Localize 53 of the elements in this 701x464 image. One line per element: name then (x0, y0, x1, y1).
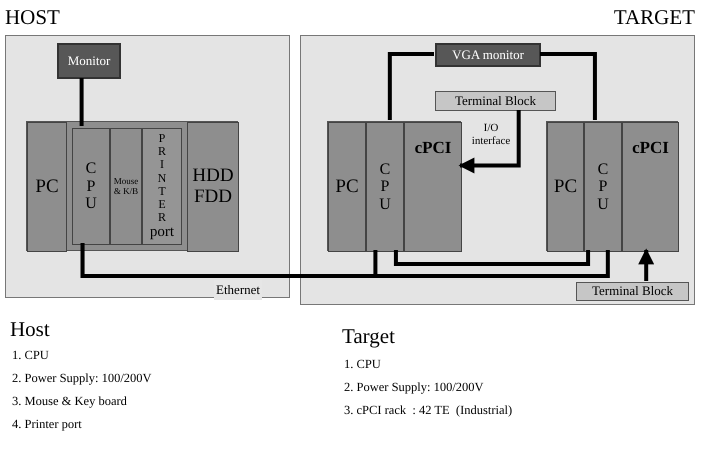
edge-label: I/O interface (470, 122, 512, 148)
mouse-keyboard-module (110, 128, 142, 245)
module-label: Monitor (68, 54, 110, 68)
cpci-module (404, 122, 462, 252)
cpci-module (622, 122, 679, 252)
connector-line (388, 52, 434, 120)
connector-line (540, 52, 597, 120)
cpu-module (72, 128, 110, 245)
rack-box (26, 121, 238, 251)
panel-heading: HOST (5, 4, 60, 31)
module-label: PC (554, 176, 578, 198)
module-label: CPU (378, 160, 392, 214)
list-item: 3. Mouse & Key board (12, 394, 127, 410)
module-label: PC (35, 176, 59, 198)
list-item: 1. CPU (344, 357, 381, 373)
terminal-block (435, 91, 556, 111)
pc-module (547, 122, 584, 252)
module-label: VGA monitor (452, 48, 524, 62)
module-label: PRINTER (157, 132, 167, 224)
connector-line (80, 243, 610, 278)
list-item: 1. CPU (12, 348, 49, 364)
cpu-module (584, 122, 622, 252)
list-item: 2. Power Supply: 100/200V (344, 380, 484, 396)
rack-box (327, 121, 461, 251)
list-item: 3. cPCI rack : 42 TE (Industrial) (344, 403, 512, 419)
terminal-block (576, 282, 689, 301)
list-heading: Host (10, 316, 50, 342)
module-label: CPU (84, 160, 98, 213)
pc-module (328, 122, 366, 252)
arrow (458, 110, 521, 174)
cpu-module (366, 122, 404, 252)
list-item: 4. Printer port (12, 417, 82, 433)
list-heading: Target (342, 323, 395, 350)
monitor-box (435, 43, 541, 67)
list-item: 2. Power Supply: 100/200V (12, 371, 152, 387)
module-label: port (150, 224, 174, 241)
module-label: PC (335, 176, 359, 198)
rack-box (546, 121, 678, 251)
module-label: Mouse & K/B (112, 176, 140, 196)
module-label: Terminal Block (454, 94, 536, 108)
connector-line (394, 250, 590, 266)
module-label: Terminal Block (592, 284, 674, 299)
connector-line (80, 78, 84, 126)
panel-heading: TARGET (614, 4, 695, 31)
module-label: CPU (596, 160, 610, 214)
arrow (638, 248, 654, 281)
module-label: cPCI (414, 139, 452, 158)
storage-module (187, 122, 239, 252)
monitor-box (57, 43, 121, 79)
module-label: cPCI (632, 139, 669, 158)
module-label: HDD FDD (191, 166, 235, 208)
printer-port-module (142, 128, 182, 245)
pc-module (27, 122, 67, 252)
